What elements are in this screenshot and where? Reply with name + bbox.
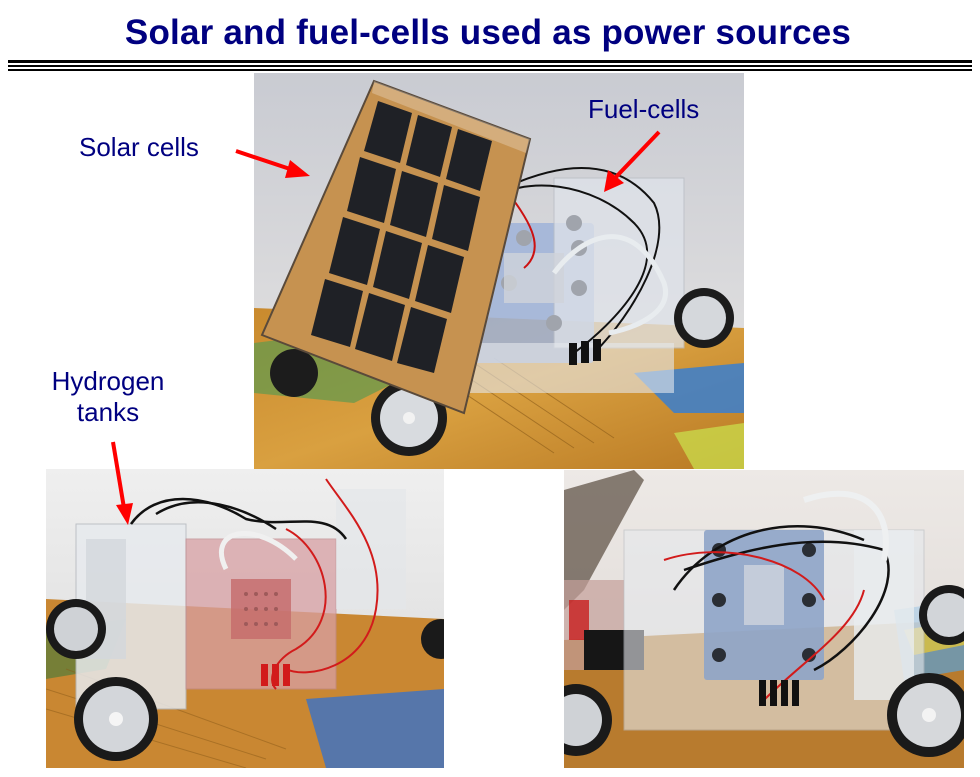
title-rule-bottom — [8, 69, 972, 71]
hydrogen-tank-photo — [46, 469, 444, 768]
label-hydrogen-line1: Hydrogen — [51, 366, 165, 396]
photo-bottom-left — [46, 469, 444, 768]
label-solar-cells: Solar cells — [79, 132, 199, 162]
title-rule-top — [8, 60, 972, 63]
solar-car-photo — [254, 73, 744, 469]
label-fuel-cells: Fuel-cells — [588, 94, 700, 124]
label-hydrogen-tanks: Hydrogen tanks — [40, 366, 176, 428]
title-rule-middle — [8, 65, 972, 67]
fuel-cell-stack-photo — [564, 470, 964, 768]
page-title: Solar and fuel-cells used as power sourc… — [124, 13, 852, 52]
label-hydrogen-line2: tanks — [76, 397, 140, 428]
photo-top — [254, 73, 744, 469]
photo-bottom-right — [564, 470, 964, 768]
